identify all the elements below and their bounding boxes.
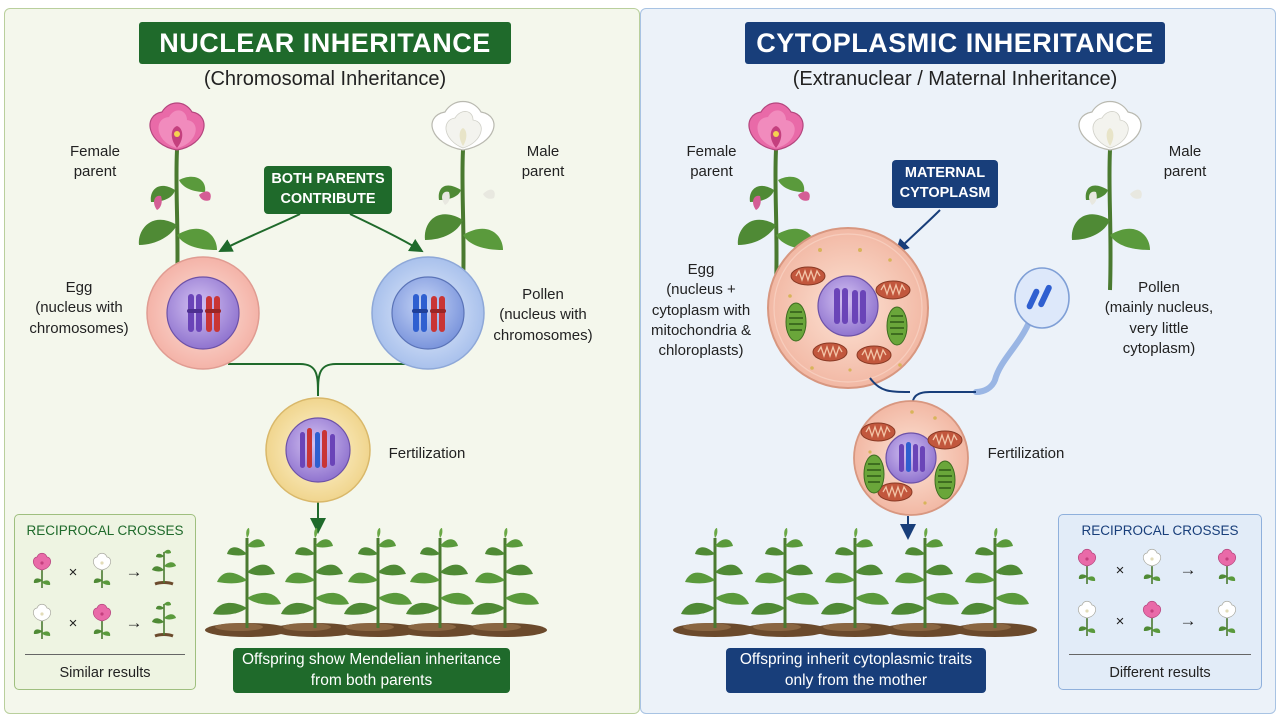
- seedling-icon: [396, 526, 484, 639]
- seedling-icon: [271, 526, 359, 639]
- seedling-icon: [811, 526, 899, 639]
- seedling-icon: [203, 526, 291, 639]
- seedling-icon: [881, 526, 969, 639]
- pollen-grain-icon: [371, 256, 485, 370]
- mitochondrion-icon: [856, 345, 892, 365]
- egg-cell-icon: [767, 227, 929, 389]
- cytoplasmic-fertilization-label: Fertilization: [987, 445, 1065, 462]
- chloroplast-icon: [785, 302, 807, 342]
- arrow-icon: [895, 209, 941, 253]
- mitochondrion-icon: [877, 482, 913, 502]
- mitochondrion-icon: [875, 280, 911, 300]
- mitochondrion-icon: [860, 422, 896, 442]
- chloroplast-icon: [863, 454, 885, 494]
- seedling-icon: [334, 526, 422, 639]
- offspring-seedlings-nuclear: [203, 526, 549, 639]
- divider: [1069, 654, 1251, 655]
- mitochondrion-icon: [812, 342, 848, 362]
- arrow-symbol: →: [1179, 560, 1197, 579]
- nuclear-egg-label: Egg (nucleus with chromosomes): [29, 279, 129, 337]
- merge-line: [228, 363, 319, 397]
- seedling-icon: [951, 526, 1039, 639]
- cytoplasmic-pollen-label: Pollen (mainly nucleus, very little cyto…: [1104, 279, 1214, 357]
- egg-cell-icon: [146, 256, 260, 370]
- seedling-icon: [671, 526, 759, 639]
- cytoplasmic-footer: Offspring inherit cytoplasmic traits onl…: [726, 648, 986, 693]
- seedling-icon: [741, 526, 829, 639]
- pollen-grain-icon: [973, 267, 1070, 395]
- arrow-symbol: →: [125, 562, 143, 581]
- maternal-cytoplasm-tag: MATERNAL CYTOPLASM: [892, 160, 998, 208]
- cytoplasmic-male-flower: [1069, 99, 1152, 292]
- merge-line: [317, 363, 410, 397]
- times-symbol: ×: [68, 564, 78, 581]
- reciprocal-crosses-title: RECIPROCAL CROSSES: [1081, 523, 1239, 538]
- mitochondrion-icon: [927, 430, 963, 450]
- cytoplasmic-subtitle: (Extranuclear / Maternal Inheritance): [792, 68, 1118, 90]
- nuclear-reciprocal-crosses: RECIPROCAL CROSSES Similar results: [14, 514, 196, 690]
- reciprocal-crosses-result: Different results: [1109, 665, 1211, 681]
- nuclear-footer: Offspring show Mendelian inheritance fro…: [233, 648, 510, 693]
- both-parents-contribute-tag: BOTH PARENTS CONTRIBUTE: [264, 166, 392, 214]
- cytoplasmic-title: CYTOPLASMIC INHERITANCE: [745, 22, 1165, 64]
- arrow-icon: [218, 213, 301, 252]
- offspring-seedlings-cytoplasmic: [671, 526, 1039, 639]
- zygote-icon: [265, 397, 371, 503]
- merge-line: [869, 377, 911, 393]
- nuclear-title: NUCLEAR INHERITANCE: [139, 22, 511, 64]
- seedling-icon: [461, 526, 549, 639]
- mitochondrion-icon: [790, 266, 826, 286]
- white-flower-icon: [1069, 99, 1152, 292]
- cytoplasmic-reciprocal-crosses: RECIPROCAL CROSSES Different results: [1058, 514, 1262, 690]
- nuclear-pollen-label: Pollen (nucleus with chromosomes): [493, 286, 593, 344]
- zygote-icon: [853, 400, 969, 516]
- divider: [25, 654, 185, 655]
- nuclear-male-label: Male parent: [521, 143, 565, 181]
- arrow-icon: [349, 213, 424, 253]
- cytoplasmic-female-label: Female parent: [686, 143, 737, 181]
- reciprocal-crosses-result: Similar results: [59, 665, 151, 681]
- times-symbol: ×: [68, 615, 78, 632]
- arrow-symbol: →: [1179, 611, 1197, 630]
- cytoplasmic-male-label: Male parent: [1163, 143, 1207, 181]
- times-symbol: ×: [1115, 613, 1125, 630]
- nuclear-female-label: Female parent: [69, 143, 121, 181]
- cytoplasmic-egg-label: Egg (nucleus + cytoplasm with mitochondr…: [650, 261, 752, 359]
- times-symbol: ×: [1115, 562, 1125, 579]
- chloroplast-icon: [934, 460, 956, 500]
- chloroplast-icon: [886, 306, 908, 346]
- reciprocal-crosses-title: RECIPROCAL CROSSES: [26, 523, 184, 538]
- arrow-symbol: →: [125, 613, 143, 632]
- nuclear-subtitle: (Chromosomal Inheritance): [203, 68, 447, 90]
- nuclear-fertilization-label: Fertilization: [388, 445, 466, 462]
